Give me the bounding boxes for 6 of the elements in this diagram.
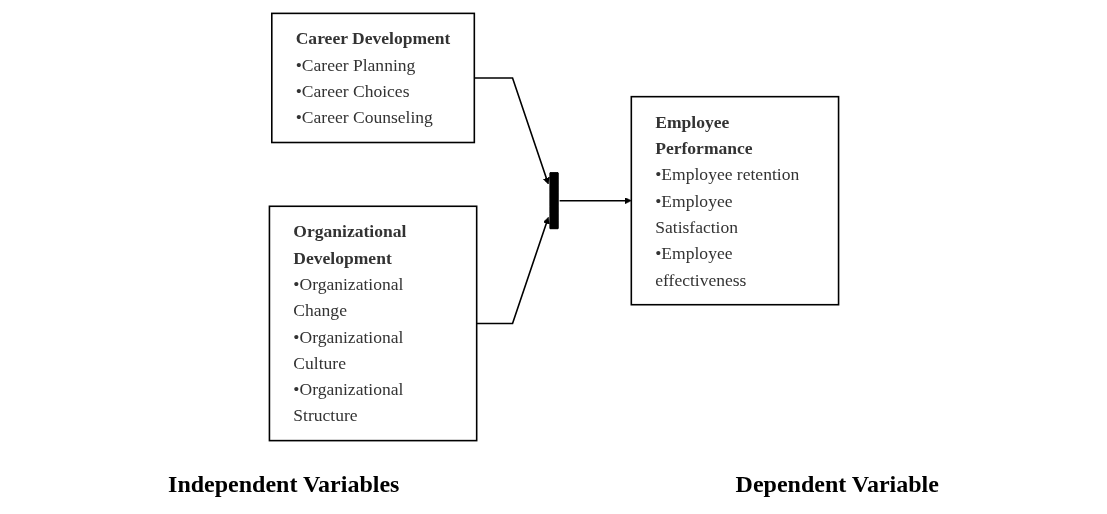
node-box: Employee Performance •Employee retention •Employee Satisfaction •Employee effectiveness: [630, 95, 839, 306]
node-box: Career Development •Career Planning •Career Choices •Career Counseling: [270, 12, 475, 144]
axis-caption: Independent Variables: [168, 470, 400, 498]
axis-caption: Dependent Variable: [735, 470, 939, 498]
arrow: [473, 77, 550, 185]
node-box: Organizational Development •Organizational Change •Organizational Culture •Organizational Structure: [268, 205, 477, 442]
